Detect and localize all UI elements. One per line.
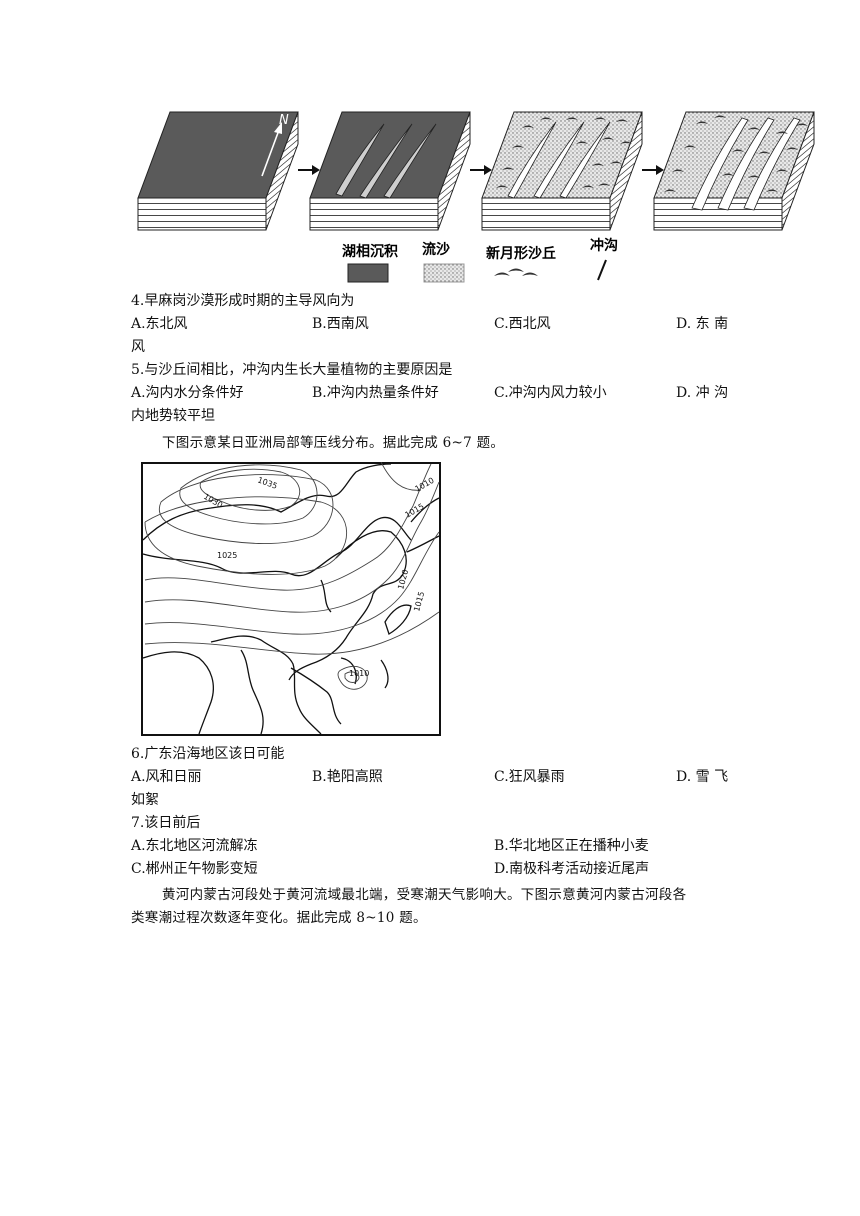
legend: 湖相沉积 流沙 新月形沙丘 冲沟 <box>342 237 618 283</box>
q7-option-d[interactable]: D.南极科考活动接近尾声 <box>494 861 650 877</box>
q4-option-b[interactable]: B.西南风 <box>312 316 369 332</box>
intro-questions-6-7: 下图示意某日亚洲局部等压线分布。据此完成 6~7 题。 <box>162 435 505 451</box>
q5-option-c[interactable]: C.冲沟内风力较小 <box>494 385 607 401</box>
north-arrow-icon: N <box>261 113 289 177</box>
legend-gully-label: 冲沟 <box>590 237 618 254</box>
desert-formation-diagram: N <box>137 111 815 283</box>
isobar-label: 1025 <box>217 551 237 560</box>
q4-option-a[interactable]: A.东北风 <box>131 316 188 332</box>
q5-option-a[interactable]: A.沟内水分条件好 <box>131 385 244 401</box>
q7-option-a[interactable]: A.东北地区河流解冻 <box>131 838 258 854</box>
legend-gully-swatch-icon <box>597 259 607 281</box>
arrow-right-icon <box>298 165 320 175</box>
legend-barchan-label: 新月形沙丘 <box>486 245 556 262</box>
isobar-map: 1035 1030 1025 1010 1015 1020 1015 1010 <box>141 462 441 736</box>
block-stage-3 <box>481 111 643 231</box>
legend-quicksand-label: 流沙 <box>422 241 450 258</box>
legend-barchan-swatch-icon <box>494 268 538 276</box>
legend-lake-sediment-label: 湖相沉积 <box>342 243 398 260</box>
q4-option-d[interactable]: D. 东 南 <box>676 316 729 332</box>
q6-option-d-wrap: 如絮 <box>131 792 159 808</box>
intro-questions-8-10-line-2: 类寒潮过程次数逐年变化。据此完成 8~10 题。 <box>131 910 427 926</box>
block-stage-1: N <box>137 111 299 231</box>
q4-option-d-wrap: 风 <box>131 339 145 355</box>
q6-option-a[interactable]: A.风和日丽 <box>131 769 202 785</box>
arrow-right-icon <box>642 165 664 175</box>
q6-option-b[interactable]: B.艳阳高照 <box>312 769 383 785</box>
north-label: N <box>279 113 289 128</box>
block-stage-2 <box>309 111 471 231</box>
question-4-stem: 4.早麻岗沙漠形成时期的主导风向为 <box>131 293 355 309</box>
question-6-stem: 6.广东沿海地区该日可能 <box>131 746 285 762</box>
legend-quicksand-swatch <box>423 263 465 283</box>
isobar-label: 1010 <box>349 669 369 678</box>
legend-lake-sediment-swatch <box>347 263 389 283</box>
question-7-stem: 7.该日前后 <box>131 815 201 831</box>
q5-option-b[interactable]: B.冲沟内热量条件好 <box>312 385 439 401</box>
isobars <box>144 462 440 690</box>
question-5-stem: 5.与沙丘间相比，冲沟内生长大量植物的主要原因是 <box>131 362 453 378</box>
q5-option-d[interactable]: D. 冲 沟 <box>676 385 729 401</box>
block-stage-4 <box>653 111 815 231</box>
arrow-right-icon <box>470 165 492 175</box>
q7-option-c[interactable]: C.郴州正午物影变短 <box>131 861 258 877</box>
q7-option-b[interactable]: B.华北地区正在播种小麦 <box>494 838 649 854</box>
q4-option-c[interactable]: C.西北风 <box>494 316 551 332</box>
q6-option-c[interactable]: C.狂风暴雨 <box>494 769 565 785</box>
coastlines <box>142 463 440 735</box>
q6-option-d[interactable]: D. 雪 飞 <box>676 769 729 785</box>
intro-questions-8-10-line-1: 黄河内蒙古河段处于黄河流域最北端，受寒潮天气影响大。下图示意黄河内蒙古河段各 <box>162 887 687 903</box>
q5-option-d-wrap: 内地势较平坦 <box>131 408 215 424</box>
